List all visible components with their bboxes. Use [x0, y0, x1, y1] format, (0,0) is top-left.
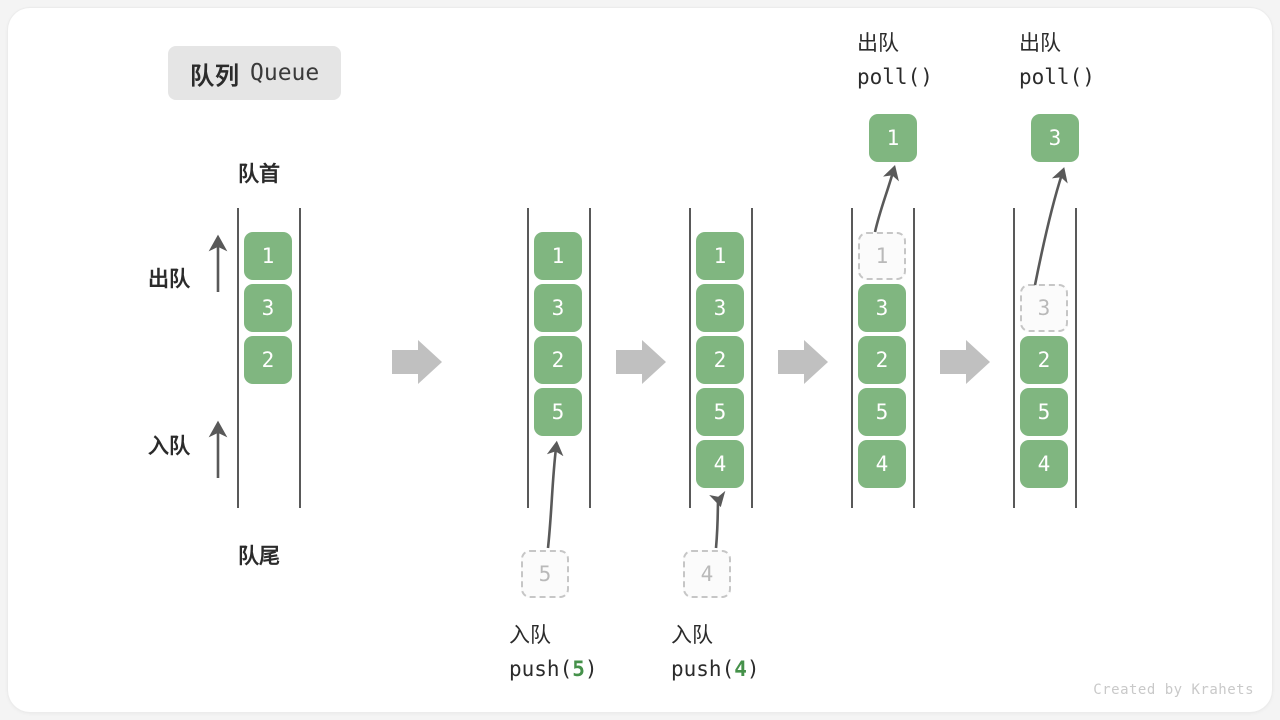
queue-rail-right	[1075, 208, 1077, 508]
queue-cell: 5	[858, 388, 906, 436]
operation-label-cn: 出队	[1019, 32, 1061, 55]
queue-cell: 2	[534, 336, 582, 384]
queue-rail-left	[527, 208, 529, 508]
operation-code: push(4)	[671, 656, 760, 681]
queue-cell: 3	[696, 284, 744, 332]
operation-label-cn: 入队	[509, 624, 551, 647]
queue-rail-left	[237, 208, 239, 508]
dequeue-direction-label: 出队	[148, 268, 190, 291]
title-english: Queue	[250, 60, 320, 86]
incoming-element-ghost: 4	[683, 550, 731, 598]
queue-cell: 3	[534, 284, 582, 332]
operation-caption-after-poll-1: 出队 poll()	[857, 28, 933, 93]
operation-caption-after-push-4: 入队 push(4)	[671, 620, 760, 685]
popped-element: 3	[1031, 114, 1079, 162]
incoming-element-ghost: 5	[521, 550, 569, 598]
queue-cell: 1	[696, 232, 744, 280]
operation-code-argument: 5	[572, 656, 585, 681]
operation-caption-after-push-5: 入队 push(5)	[509, 620, 598, 685]
queue-rail-left	[1013, 208, 1015, 508]
queue-cell: 5	[696, 388, 744, 436]
queue-cell: 4	[1020, 440, 1068, 488]
popped-element: 1	[869, 114, 917, 162]
queue-rail-right	[751, 208, 753, 508]
enqueue-direction-label: 入队	[148, 435, 190, 458]
queue-cell: 3	[858, 284, 906, 332]
queue-cell: 3	[244, 284, 292, 332]
operation-code: poll()	[857, 64, 933, 89]
title-chinese: 队列	[190, 62, 240, 90]
queue-rail-left	[851, 208, 853, 508]
queue-tail-label: 队尾	[238, 545, 280, 568]
queue-cell: 2	[244, 336, 292, 384]
queue-cell: 1	[534, 232, 582, 280]
operation-label-cn: 入队	[671, 624, 713, 647]
queue-cell: 4	[696, 440, 744, 488]
operation-code: push(5)	[509, 656, 598, 681]
queue-cell: 2	[1020, 336, 1068, 384]
queue-cell: 5	[1020, 388, 1068, 436]
queue-cell: 1	[244, 232, 292, 280]
queue-rail-right	[589, 208, 591, 508]
operation-label-cn: 出队	[857, 32, 899, 55]
queue-rail-right	[299, 208, 301, 508]
queue-cell: 3	[1020, 284, 1068, 332]
queue-rail-right	[913, 208, 915, 508]
queue-cell: 2	[858, 336, 906, 384]
queue-cell: 1	[858, 232, 906, 280]
operation-code-argument: 4	[734, 656, 747, 681]
queue-cell: 5	[534, 388, 582, 436]
queue-cell: 2	[696, 336, 744, 384]
title-badge: 队列 Queue	[168, 46, 342, 100]
operation-code: poll()	[1019, 64, 1095, 89]
operation-caption-after-poll-3: 出队 poll()	[1019, 28, 1095, 93]
queue-head-label: 队首	[238, 163, 280, 186]
queue-rail-left	[689, 208, 691, 508]
credit-text: Created by Krahets	[1093, 682, 1254, 698]
queue-cell: 4	[858, 440, 906, 488]
